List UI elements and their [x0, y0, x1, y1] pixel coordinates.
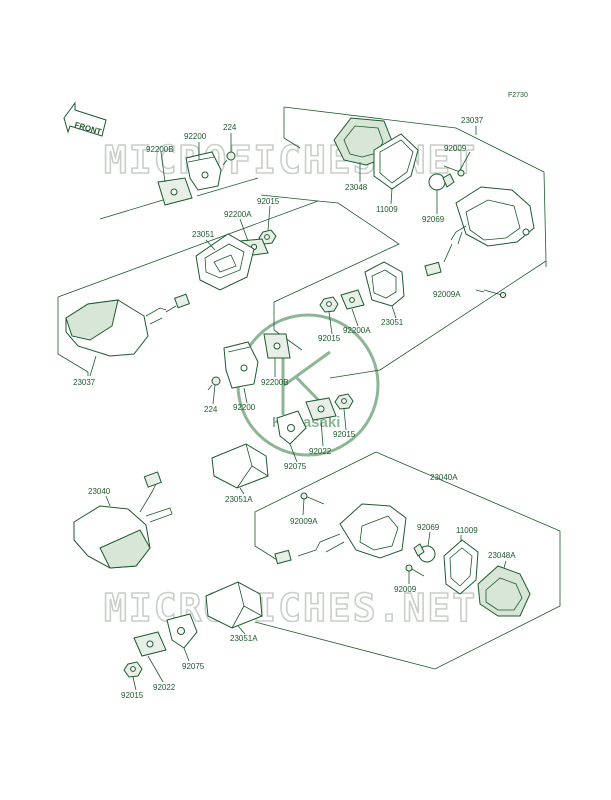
bracket-92200b-upper: [157, 177, 193, 206]
label-92009-lower: 92009: [394, 585, 417, 594]
label-92009a-lower: 92009A: [290, 517, 318, 526]
turn-signal-23037-right: [424, 186, 535, 277]
gasket-11009-lower: [443, 539, 479, 595]
label-92015-lower: 92015: [121, 691, 144, 700]
mount-23051a-lower: [205, 581, 263, 629]
housing-23040a: [274, 503, 407, 565]
label-224-upper: 224: [223, 123, 237, 132]
leader-lines: [87, 126, 507, 691]
label-92015-right: 92015: [318, 334, 341, 343]
label-23040a: 23040A: [430, 473, 458, 482]
label-23037-right: 23037: [461, 116, 484, 125]
label-23051-right: 23051: [381, 318, 404, 327]
frame-upper-right: [283, 106, 547, 379]
label-92015-center: 92015: [333, 430, 356, 439]
nut-92015-upper: [258, 229, 277, 245]
screw-92009-upper: [443, 165, 465, 177]
bracket-92200b-center: [263, 333, 291, 359]
screw-92009-lower: [405, 564, 425, 577]
frame-bottom: [254, 451, 561, 670]
label-23040: 23040: [88, 487, 111, 496]
label-92200-center: 92200: [233, 403, 256, 412]
label-92069-lower: 92069: [417, 523, 440, 532]
label-92200b-upper: 92200B: [146, 145, 174, 154]
label-92200b-center: 92200B: [261, 378, 289, 387]
label-23048: 23048: [345, 183, 368, 192]
mount-23051-right: [364, 261, 405, 307]
figure-code: F2730: [508, 92, 528, 99]
mount-23051-upper: [195, 233, 255, 291]
nut-92015-right: [319, 296, 339, 313]
label-23037-left: 23037: [73, 378, 96, 387]
screw-92009a-lower: [300, 492, 325, 505]
grommet-92075-center: [276, 410, 307, 445]
label-23051a-center: 23051A: [225, 495, 253, 504]
nut-92015-center: [334, 393, 354, 410]
bracket-92200-upper: [185, 151, 222, 191]
mount-23051a-center: [211, 443, 269, 489]
front-arrow-icon: FRONT: [63, 101, 107, 137]
bracket-92200-center: [223, 341, 259, 389]
label-92009-upper: 92009: [444, 144, 467, 153]
label-92069-upper: 92069: [422, 215, 445, 224]
label-224-center: 224: [204, 405, 218, 414]
bulb-92069-upper: [428, 173, 455, 191]
label-92009a-upper: 92009A: [433, 290, 461, 299]
plate-92200a-right: [340, 289, 365, 310]
label-23051-upper: 23051: [192, 230, 215, 239]
label-92075-center: 92075: [284, 462, 307, 471]
label-11009-lower: 11009: [456, 526, 478, 535]
kawasaki-logo: Kawasaki: [236, 313, 380, 457]
washer-92022-lower: [133, 631, 167, 657]
label-92200a-right: 92200A: [343, 326, 371, 335]
label-92200-upper: 92200: [184, 132, 207, 141]
turn-signal-23040: [73, 471, 173, 569]
part-labels: 92200 224 92200B 92015 92200A 23051 2303…: [73, 116, 516, 700]
nut-92015-lower: [123, 661, 143, 678]
label-92200a-upper: 92200A: [224, 210, 252, 219]
label-23051a-lower: 23051A: [230, 634, 258, 643]
screw-224-center: [207, 376, 221, 391]
label-23048a: 23048A: [488, 551, 516, 560]
label-11009-upper: 11009: [376, 205, 398, 214]
lens-23048a: [477, 565, 531, 617]
grommet-92075-lower: [166, 613, 198, 649]
label-92075-lower: 92075: [182, 662, 205, 671]
label-92015-upper: 92015: [257, 197, 280, 206]
label-92022-lower: 92022: [153, 683, 176, 692]
bulb-92069-lower: [413, 543, 436, 563]
watermark-bottom: MICROFICHES.NET: [104, 586, 477, 630]
washer-92022-center: [305, 397, 337, 421]
turn-signal-23037-left: [65, 293, 190, 357]
gasket-11009-upper: [373, 133, 419, 190]
screw-92009a-upper: [483, 289, 507, 299]
label-92022-center: 92022: [309, 447, 332, 456]
frame-upper-left: [57, 177, 400, 373]
